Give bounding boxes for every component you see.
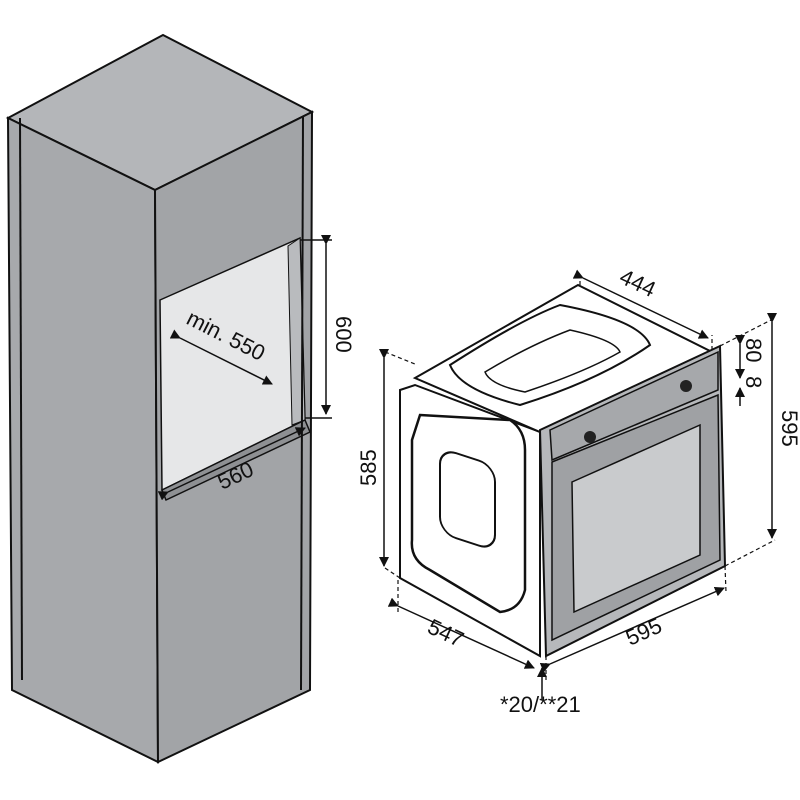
extension-line — [719, 317, 776, 347]
front-thickness-label: *20/**21 — [500, 692, 581, 717]
front-height-label: 595 — [777, 410, 800, 447]
oven — [399, 283, 727, 658]
front-width-arrow — [539, 587, 725, 673]
body-depth-arrow — [387, 597, 535, 669]
niche-depth-arrow — [169, 329, 273, 385]
body-height-label: 585 — [356, 449, 381, 486]
front-width-label: 595 — [622, 613, 666, 651]
tall-cabinet — [5, 33, 315, 764]
cabinet-edge — [19, 117, 23, 681]
gap-label: 8 — [741, 376, 766, 388]
extension-line — [724, 565, 727, 593]
panel-height-label: 80 — [741, 338, 766, 362]
top-vent-inner — [484, 329, 621, 393]
side-panel-inner — [439, 451, 496, 548]
cabinet-edge — [300, 115, 304, 691]
control-knob[interactable] — [680, 380, 692, 392]
door-glass — [571, 423, 701, 614]
extension-line — [384, 567, 401, 579]
niche-width-arrow — [157, 427, 306, 501]
body-depth-label: 547 — [424, 614, 468, 652]
extension-line — [724, 539, 776, 567]
niche-height-label: 600 — [331, 316, 356, 353]
extension-line — [384, 351, 416, 365]
control-knob[interactable] — [584, 431, 596, 443]
cabinet-side — [6, 116, 160, 764]
top-depth-arrow — [572, 269, 709, 339]
